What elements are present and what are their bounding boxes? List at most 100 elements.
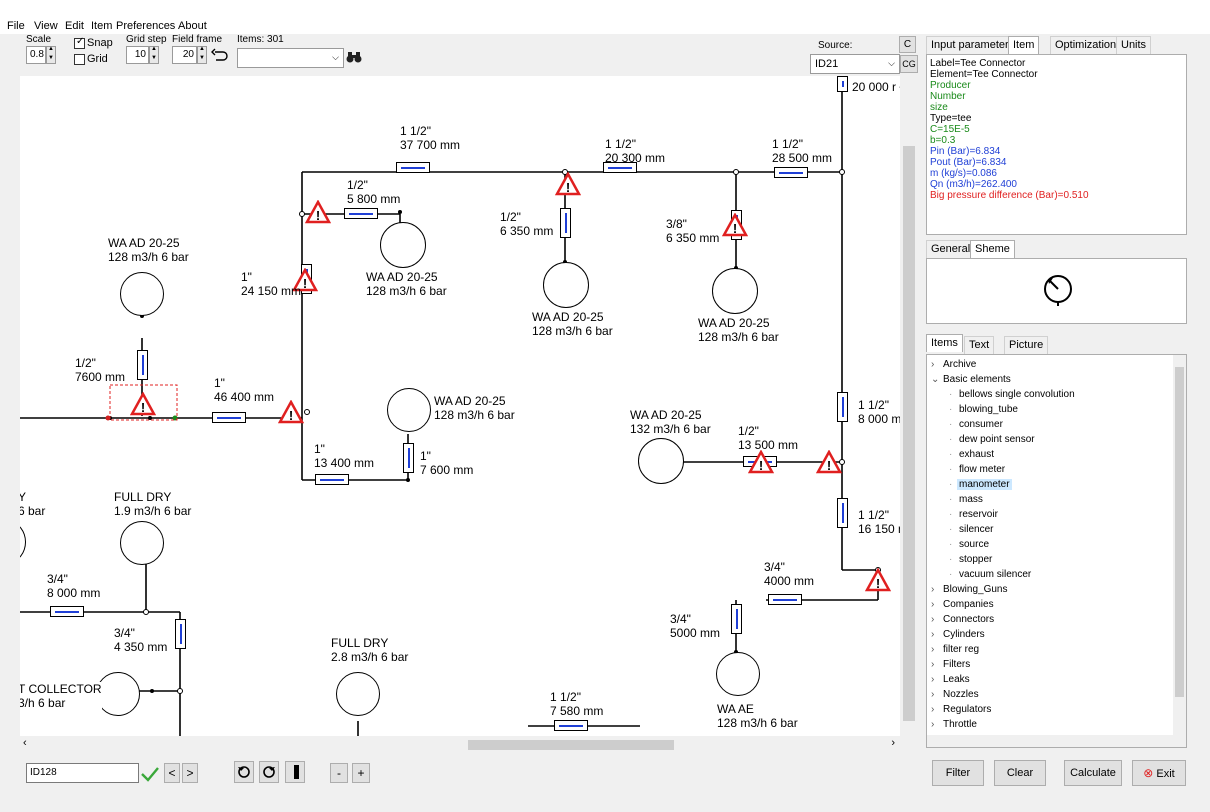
warning-icon[interactable]: !	[722, 213, 748, 237]
warning-icon[interactable]: !	[748, 450, 774, 474]
filter-button[interactable]: Filter	[932, 760, 984, 786]
tree-item[interactable]: ·bellows single convolution	[949, 389, 1075, 400]
tree-item[interactable]: ›Connectors	[931, 612, 996, 627]
pipe-element[interactable]	[50, 606, 84, 617]
consumer-circle[interactable]	[712, 268, 758, 314]
warning-icon[interactable]: !	[555, 172, 581, 196]
collapse-chevron-icon[interactable]: ›	[931, 614, 935, 625]
tab-input-parameters[interactable]: Input parameters	[926, 36, 1020, 54]
menu-preferences[interactable]: Preferences	[116, 20, 176, 32]
source-combo[interactable]: ID21⌵	[810, 54, 900, 74]
pipe-element[interactable]	[175, 619, 186, 649]
consumer-circle[interactable]	[543, 262, 589, 308]
scale-input[interactable]: 0.8	[26, 46, 46, 64]
tab-optimization[interactable]: Optimization	[1050, 36, 1122, 54]
pipe-element[interactable]	[403, 443, 414, 473]
grid-step-spinner[interactable]	[149, 46, 159, 64]
tree-item[interactable]: ·manometer	[949, 479, 1012, 490]
tree-item[interactable]: ·dew point sensor	[949, 434, 1035, 445]
id-input[interactable]: ID128	[26, 763, 139, 783]
pipe-element[interactable]	[315, 474, 349, 485]
tree-item[interactable]: ›Nozzles	[931, 687, 981, 702]
schematic-canvas[interactable]: ! ! ! ! ! ! ! ! ! 1 1/2"37 700 mm 1 1/2"…	[20, 76, 900, 736]
zoom-in-button[interactable]: +	[352, 763, 370, 783]
consumer-circle[interactable]	[387, 388, 431, 432]
consumer-circle[interactable]	[716, 652, 760, 696]
tree-item[interactable]: ›Throttle	[931, 717, 979, 732]
menu-item[interactable]: Item	[91, 20, 113, 32]
pipe-element[interactable]	[837, 498, 848, 528]
tree-item[interactable]: ›Filters	[931, 657, 972, 672]
tab-items[interactable]: Items	[926, 334, 963, 352]
warning-icon[interactable]: !	[816, 450, 842, 474]
tab-scheme[interactable]: Sheme	[970, 240, 1015, 258]
snap-checkbox[interactable]: ✓	[74, 36, 85, 49]
tree-item[interactable]: ›Archive	[931, 357, 978, 372]
collapse-chevron-icon[interactable]: ›	[931, 359, 935, 370]
items-combo[interactable]: ⌵	[237, 48, 344, 68]
pipe-element[interactable]	[768, 594, 802, 605]
consumer-circle[interactable]	[96, 672, 140, 716]
tree-item[interactable]: ·silencer	[949, 524, 994, 535]
rotate-ccw-icon[interactable]	[234, 761, 254, 783]
tree-item[interactable]: ·reservoir	[949, 509, 998, 520]
consumer-circle[interactable]	[120, 521, 164, 565]
mirror-icon[interactable]	[285, 761, 305, 783]
tree-hscrollbar[interactable]	[927, 735, 1173, 747]
tree-item[interactable]: ›Blowing_Guns	[931, 582, 1009, 597]
undo-arrow-icon[interactable]	[210, 48, 230, 64]
tree-item[interactable]: ·flow meter	[949, 464, 1006, 475]
field-frame-spinner[interactable]	[197, 46, 207, 64]
tree-item[interactable]: ·consumer	[949, 419, 1003, 430]
pipe-element[interactable]	[731, 604, 742, 634]
clear-button[interactable]: Clear	[994, 760, 1046, 786]
tree-item[interactable]: ·stopper	[949, 554, 993, 565]
tree-item[interactable]: ·blowing_tube	[949, 404, 1018, 415]
green-check-icon[interactable]	[140, 765, 160, 783]
expand-chevron-icon[interactable]: ⌄	[931, 374, 940, 385]
warning-icon[interactable]: !	[130, 392, 156, 416]
warning-icon[interactable]: !	[292, 268, 318, 292]
library-tree[interactable]: ›Archive⌄Basic elements ·bellows single c…	[926, 354, 1187, 748]
tab-item[interactable]: Item	[1008, 36, 1040, 54]
horizontal-scroll-thumb[interactable]	[468, 740, 674, 750]
menu-edit[interactable]: Edit	[65, 20, 84, 32]
pipe-element[interactable]	[774, 167, 808, 178]
collapse-chevron-icon[interactable]: ›	[931, 599, 935, 610]
tree-item[interactable]: ›filter reg	[931, 642, 981, 657]
warning-icon[interactable]: !	[865, 568, 891, 592]
collapse-chevron-icon[interactable]: ›	[931, 584, 935, 595]
tree-item[interactable]: ·source	[949, 539, 990, 550]
warning-icon[interactable]: !	[305, 200, 331, 224]
tree-item[interactable]: ·vacuum silencer	[949, 569, 1032, 580]
tab-general[interactable]: General	[926, 240, 976, 258]
pipe-element[interactable]	[212, 412, 246, 423]
scroll-left-icon[interactable]: ‹	[23, 737, 27, 749]
pipe-element[interactable]	[554, 720, 588, 731]
zoom-out-button[interactable]: -	[330, 763, 348, 783]
calculate-button[interactable]: Calculate	[1064, 760, 1122, 786]
consumer-circle[interactable]	[120, 272, 164, 316]
warning-icon[interactable]: !	[278, 400, 304, 424]
tab-units[interactable]: Units	[1116, 36, 1152, 54]
pipe-element[interactable]	[837, 76, 848, 92]
tree-item[interactable]: ›Regulators	[931, 702, 993, 717]
collapse-chevron-icon[interactable]: ›	[931, 689, 935, 700]
grid-step-input[interactable]: 10	[126, 46, 149, 64]
menu-view[interactable]: View	[34, 20, 58, 32]
tab-text[interactable]: Text	[964, 336, 995, 354]
pipe-element[interactable]	[560, 208, 571, 238]
binoculars-icon[interactable]	[346, 50, 362, 64]
tree-item[interactable]: ⌄Basic elements	[931, 372, 1013, 387]
tree-scroll-thumb[interactable]	[1175, 367, 1184, 697]
menu-about[interactable]: About	[178, 20, 207, 32]
tree-item[interactable]: ·mass	[949, 494, 983, 505]
collapse-chevron-icon[interactable]: ›	[931, 659, 935, 670]
exit-button[interactable]: ⊗ Exit	[1132, 760, 1186, 786]
tab-picture[interactable]: Picture	[1004, 336, 1049, 354]
c-button[interactable]: C	[899, 36, 916, 53]
tree-item[interactable]: ›Leaks	[931, 672, 972, 687]
horizontal-scrollbar[interactable]: ‹ ›	[20, 736, 900, 753]
pipe-element[interactable]	[603, 162, 637, 173]
collapse-chevron-icon[interactable]: ›	[931, 704, 935, 715]
